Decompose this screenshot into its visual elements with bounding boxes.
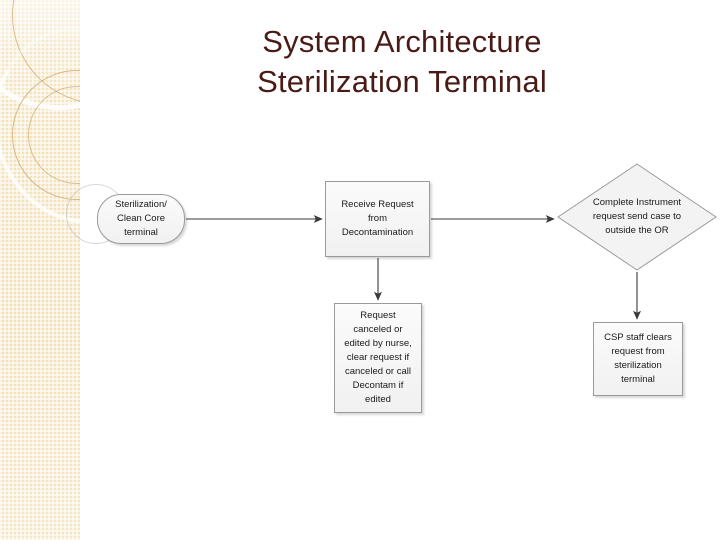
node-label: Sterilization/ Clean Core terminal [115, 199, 167, 238]
node-label: CSP staff clears request from sterilizat… [604, 332, 672, 385]
node-csp-staff-clears-request[interactable]: CSP staff clears request from sterilizat… [593, 322, 683, 396]
sidebar-top-highlight [0, 0, 80, 52]
decorative-sidebar-band [0, 0, 80, 540]
node-label: Receive Request from Decontamination [341, 199, 414, 238]
node-label: Request canceled or edited by nurse, cle… [344, 310, 412, 405]
node-complete-instrument-request[interactable]: Complete Instrument request send case to… [557, 163, 717, 271]
slide-title: System Architecture Sterilization Termin… [257, 24, 547, 99]
node-receive-request[interactable]: Receive Request from Decontamination [325, 181, 430, 257]
node-sterilization-terminal[interactable]: Sterilization/ Clean Core terminal [97, 194, 185, 244]
node-label: Complete Instrument request send case to… [592, 197, 682, 236]
diamond-shape-icon [557, 163, 717, 271]
node-request-canceled-or-edited[interactable]: Request canceled or edited by nurse, cle… [334, 303, 422, 413]
